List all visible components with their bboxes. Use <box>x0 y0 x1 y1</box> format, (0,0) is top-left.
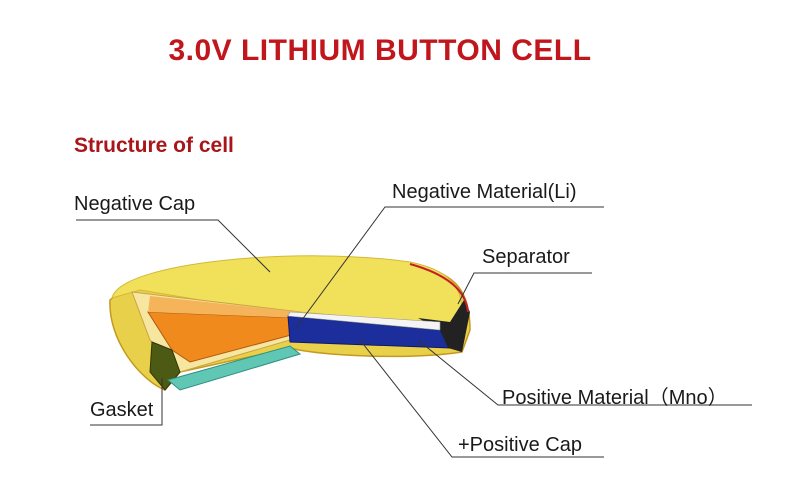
label-separator: Separator <box>482 246 570 268</box>
negative-material-layer <box>147 311 301 363</box>
label-gasket: Gasket <box>90 399 154 421</box>
negative-cap-label-text: Negative Cap <box>74 193 196 215</box>
leader-separator <box>457 272 592 305</box>
label-positive-material: Positive Material（Mno） <box>502 387 728 409</box>
page-title: 3.0V LITHIUM BUTTON CELL <box>168 34 592 67</box>
section-subtitle: Structure of cell <box>74 134 234 157</box>
leader-negative-cap <box>76 219 271 273</box>
leader-positive-cap <box>359 339 604 458</box>
separator-strip <box>287 311 441 331</box>
negative-material-strip <box>148 296 300 318</box>
leader-positive-material <box>417 339 752 406</box>
leader-negative-material <box>295 206 604 329</box>
positive-cap-shape <box>166 345 302 391</box>
label-negative-cap: Negative Cap <box>74 193 195 216</box>
separator-layer <box>418 300 470 352</box>
label-negative-material: Negative Material(Li) <box>392 181 577 203</box>
label-positive-cap: +Positive Cap <box>458 434 582 456</box>
leader-lines <box>76 206 752 458</box>
cell-rim <box>409 263 469 313</box>
leader-gasket <box>90 378 163 426</box>
